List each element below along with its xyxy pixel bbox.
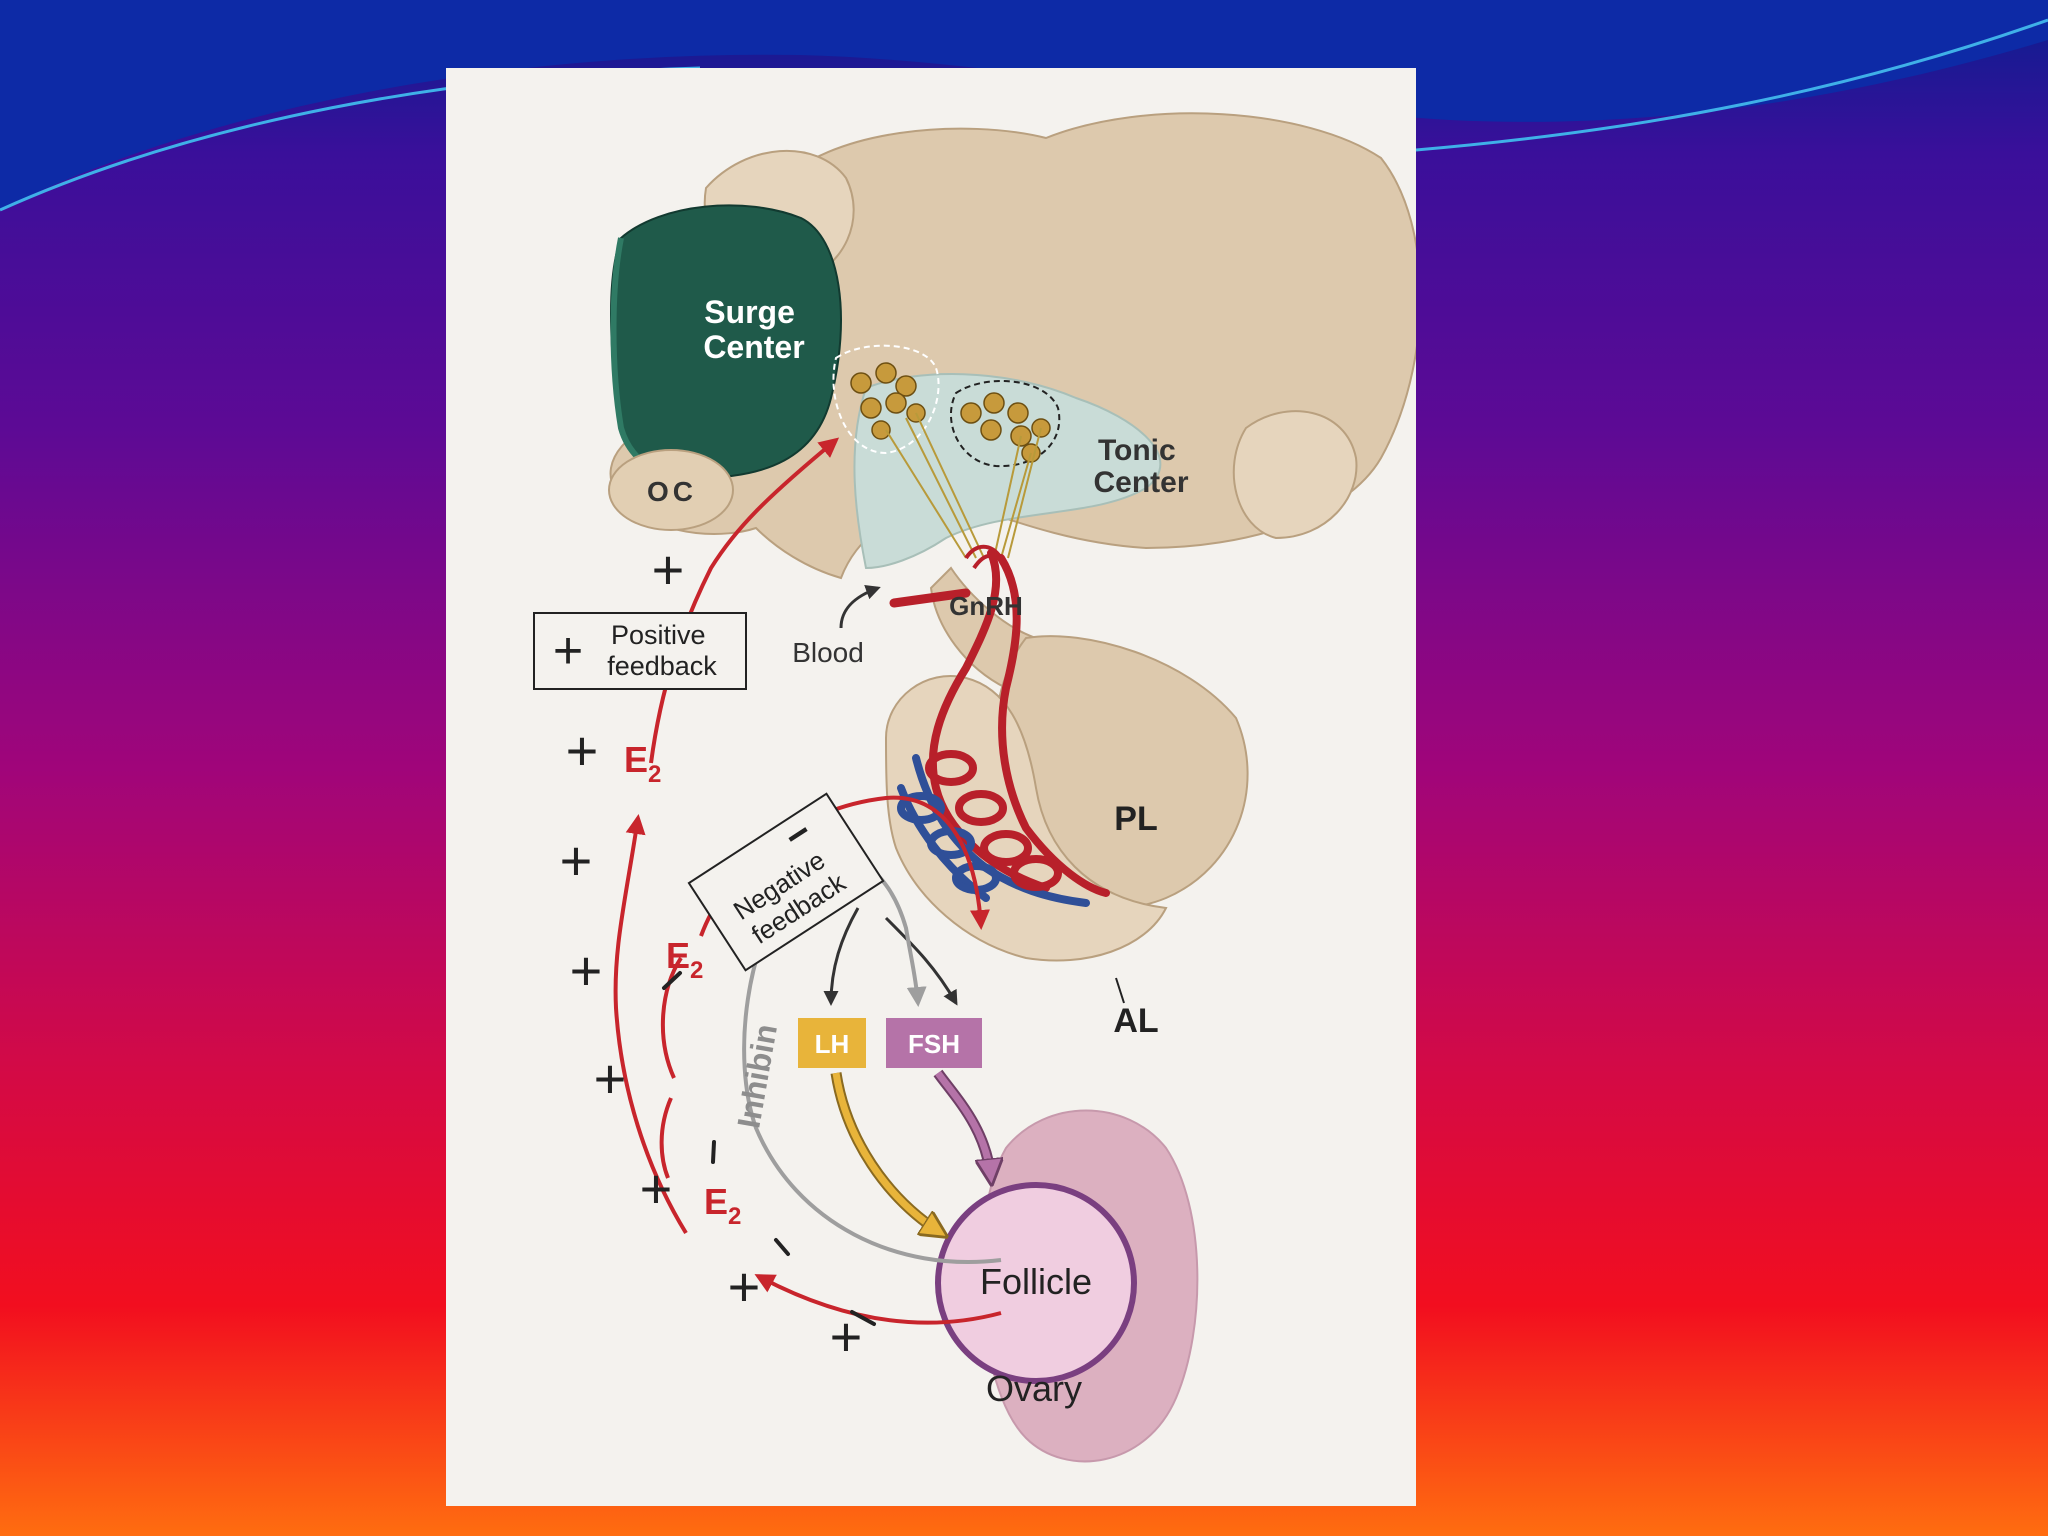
lh-to-follicle-arrow xyxy=(830,1072,944,1238)
minus-sign xyxy=(711,1140,716,1164)
portal-vessels xyxy=(897,549,1110,907)
blood-label: Blood xyxy=(792,637,864,668)
positive-feedback-box-plus: + xyxy=(553,622,583,680)
blood-vessel-inflow xyxy=(889,588,971,608)
optic-chiasm xyxy=(608,449,734,531)
plus-sign: + xyxy=(594,1047,627,1110)
plus-signs: + + + + + + + + xyxy=(560,538,863,1368)
al-to-fsh-arrow xyxy=(884,916,958,1006)
fsh-badge xyxy=(886,1018,982,1068)
top-wave-shape xyxy=(0,0,2048,210)
e2-positive-arrow-lower xyxy=(613,814,688,1235)
al-label: AL xyxy=(1113,1002,1158,1040)
negative-feedback-box: − Negative feedback xyxy=(687,792,885,972)
capillary-plexus xyxy=(964,544,1008,570)
lh-to-follicle-arrow-fill xyxy=(832,1072,941,1233)
e2-label-upper: E2 xyxy=(624,739,661,788)
blood-arrow xyxy=(839,585,881,629)
tonic-center-label: Tonic Center xyxy=(1093,434,1188,499)
e2-inner-arc-upper xyxy=(660,956,683,1079)
positive-feedback-box xyxy=(533,612,747,690)
plus-sign: + xyxy=(728,1255,761,1318)
surge-neuron-cluster-outline xyxy=(832,344,940,455)
inhibin-label: Inhibin xyxy=(730,1021,784,1131)
minus-sign xyxy=(774,1238,790,1256)
e2-inner-arc xyxy=(659,1097,673,1179)
e2-label-lower: E2 xyxy=(704,1181,741,1230)
lh-badge xyxy=(798,1018,866,1068)
plus-sign: + xyxy=(640,1157,673,1220)
minus-sign xyxy=(662,971,682,990)
figure-panel: OC Surge Center Tonic Center xyxy=(446,68,1416,1506)
plus-sign: + xyxy=(566,719,599,782)
pl-label: PL xyxy=(1114,800,1157,838)
surge-neuron-cluster xyxy=(850,362,926,440)
neuron-axons xyxy=(885,412,1042,559)
plus-sign: + xyxy=(652,538,685,601)
top-wave-highlight-right xyxy=(1415,18,2048,152)
fsh-to-follicle-arrow-fill xyxy=(935,1070,991,1178)
reproductive-axis-diagram: OC Surge Center Tonic Center xyxy=(533,112,1416,1463)
minus-signs xyxy=(662,971,876,1326)
follicle-circle xyxy=(935,1182,1137,1384)
plus-sign: + xyxy=(570,939,603,1002)
al-to-lh-arrow-1 xyxy=(823,907,860,1006)
minus-sign xyxy=(850,1310,876,1326)
plus-sign: + xyxy=(560,829,593,892)
fsh-label: FSH xyxy=(908,1029,960,1059)
oc-label: OC xyxy=(647,476,697,507)
al-leader-line xyxy=(1115,977,1125,1004)
ovary-label: Ovary xyxy=(986,1368,1082,1409)
follicle-to-e2-arrow xyxy=(754,1274,1002,1325)
tonic-neuron-cluster-outline xyxy=(950,380,1061,468)
follicle-label: Follicle xyxy=(980,1261,1092,1302)
tonic-center-region xyxy=(853,373,1162,570)
brain-lobe-right xyxy=(1232,410,1358,540)
e2-label-middle: E2 xyxy=(666,935,703,984)
positive-feedback-label: Positive feedback xyxy=(607,620,717,681)
e2-positive-arrow-upper xyxy=(649,437,840,764)
lh-label: LH xyxy=(815,1029,850,1059)
surge-center-label: Surge Center xyxy=(703,294,804,365)
tonic-neuron-cluster xyxy=(960,392,1051,463)
gnrh-label: GnRH xyxy=(949,591,1023,621)
